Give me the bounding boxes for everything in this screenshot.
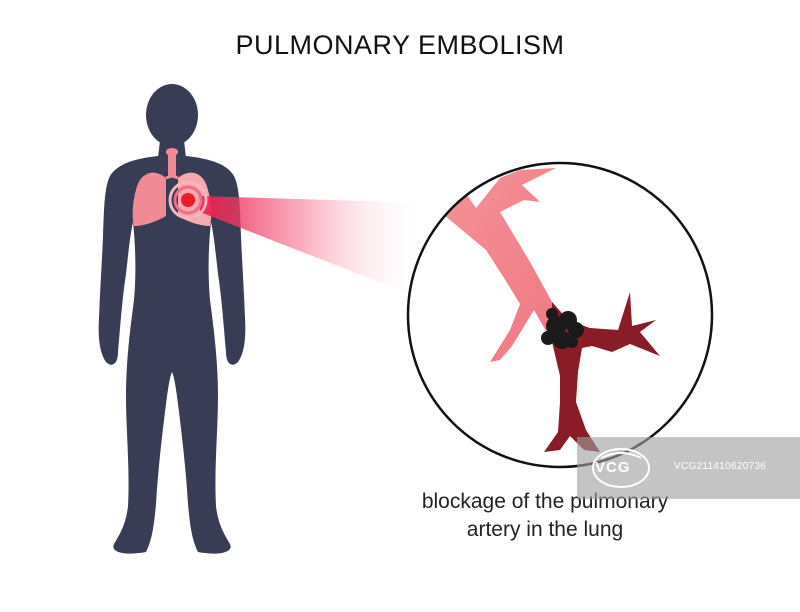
vcg-logo-icon bbox=[592, 448, 650, 488]
watermark-brand: VCG bbox=[595, 459, 631, 476]
diagram-title: PULMONARY EMBOLISM bbox=[235, 30, 565, 60]
embolism-location-marker bbox=[168, 180, 208, 220]
artery-open-section bbox=[420, 168, 568, 362]
magnified-view bbox=[406, 161, 714, 469]
left-lung bbox=[132, 172, 166, 226]
magnifier-ring bbox=[406, 161, 714, 469]
magnification-beam bbox=[200, 196, 425, 300]
watermark: VCG VCG211410620736 bbox=[577, 437, 800, 499]
watermark-id: VCG211410620736 bbox=[674, 461, 767, 472]
blood-clot bbox=[541, 308, 584, 349]
caption-line-2: artery in the lung bbox=[466, 518, 624, 541]
human-silhouette bbox=[98, 84, 246, 554]
trachea bbox=[168, 150, 176, 176]
